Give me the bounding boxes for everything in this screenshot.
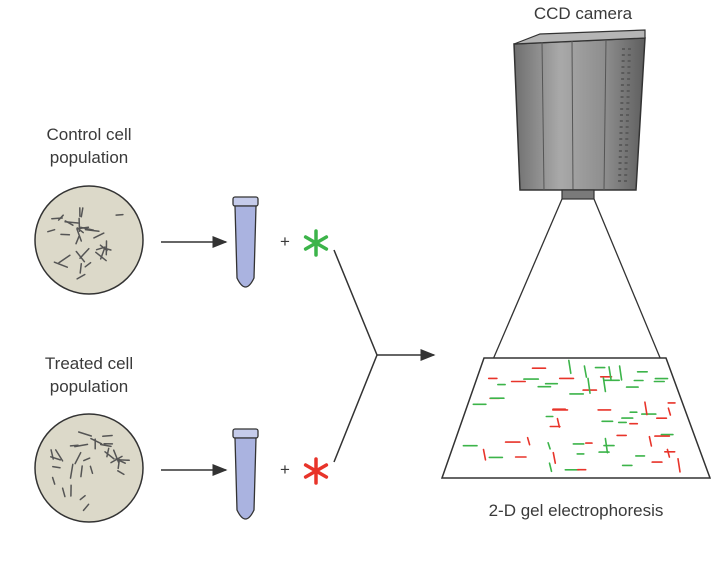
control-tube-icon [233,197,258,287]
cell-mark [116,215,123,216]
cell-mark [103,436,112,437]
camera-vent [618,174,621,176]
camera-vent [628,48,631,50]
camera-vent [626,102,629,104]
camera-vent [626,120,629,122]
camera-vent [627,66,630,68]
camera-vent [628,54,631,56]
camera-vent [622,54,625,56]
camera-vent [625,162,628,164]
gel-label: 2-D gel electrophoresis [436,500,716,522]
treated-cell-dish [35,414,143,522]
treated-label-line1: Treated cell [14,353,164,375]
camera-vent [621,96,624,98]
camera-vent [618,180,621,182]
camera-vent [620,108,623,110]
camera-vent [627,78,630,80]
plus-sign-treated: + [275,459,295,481]
camera-vent [620,102,623,104]
control-label-line2: population [14,147,164,169]
camera-label: CCD camera [520,3,646,25]
camera-vent [619,144,622,146]
camera-vent [625,132,628,134]
camera-vent [620,114,623,116]
camera-vent [625,138,628,140]
camera-vent [622,48,625,50]
camera-vent [627,96,630,98]
camera-vent [625,150,628,152]
camera-vent [624,168,627,170]
gel-plate [442,358,710,478]
camera-vent [628,60,631,62]
ccd-camera-icon [514,30,645,199]
camera-vent [619,162,622,164]
camera-vent [621,84,624,86]
control-label-line1: Control cell [14,124,164,146]
camera-vent [627,72,630,74]
camera-vent [622,60,625,62]
cell-mark [71,445,79,446]
camera-vent [620,126,623,128]
camera-vent [618,168,621,170]
camera-vent [619,138,622,140]
merge-lines [334,250,377,462]
camera-vent [626,126,629,128]
camera-vent [625,144,628,146]
camera-vent [619,132,622,134]
red-dye-asterisk-icon [306,459,327,483]
camera-vent [626,108,629,110]
camera-vent [621,90,624,92]
camera-vent [621,78,624,80]
camera-vent [621,72,624,74]
treated-tube-icon [233,429,258,519]
camera-vent [627,84,630,86]
plus-sign-control: + [275,231,295,253]
camera-vent [625,156,628,158]
camera-vent [627,90,630,92]
camera-vent [626,114,629,116]
camera-vent [619,150,622,152]
camera-vent [624,174,627,176]
camera-vent [624,180,627,182]
control-cell-dish [35,186,143,294]
cell-mark [52,218,62,219]
green-dye-asterisk-icon [306,231,327,255]
camera-vent [620,120,623,122]
treated-label-line2: population [14,376,164,398]
camera-vent [621,66,624,68]
camera-vent [619,156,622,158]
